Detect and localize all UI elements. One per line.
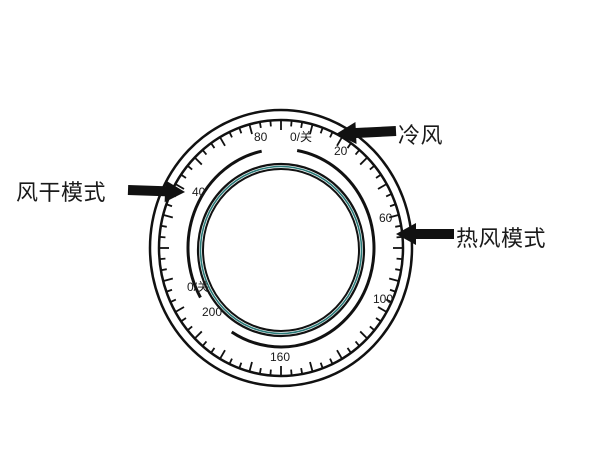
scale-labels: 80 0/关 20 40 60 0/关 100 200 160 <box>187 130 393 364</box>
scale-label: 100 <box>373 292 393 306</box>
tick-mark <box>201 340 208 347</box>
tick-mark <box>228 131 233 138</box>
tick-mark <box>238 127 243 134</box>
tick-mark <box>300 367 304 375</box>
tick-mark <box>166 288 173 293</box>
scale-label: 0/关 <box>290 130 312 144</box>
tick-mark <box>309 361 314 372</box>
tick-mark <box>290 120 293 127</box>
tick-mark <box>375 173 382 179</box>
tick-mark <box>388 277 400 282</box>
tick-mark <box>219 136 226 147</box>
tick-mark <box>369 165 376 171</box>
tick-mark <box>385 298 392 303</box>
tick-mark <box>329 131 334 138</box>
tick-mark <box>329 358 334 365</box>
tick-mark <box>201 149 208 156</box>
tick-mark <box>258 121 262 129</box>
scale-label: 20 <box>334 144 348 158</box>
outer-ring <box>148 108 414 388</box>
tick-mark <box>359 330 368 340</box>
tick-mark <box>336 349 343 360</box>
tick-mark <box>258 367 262 375</box>
tick-mark <box>210 347 216 354</box>
tick-mark <box>159 235 166 239</box>
air-dry-mode-arrow-icon <box>127 180 185 203</box>
tick-mark <box>228 358 233 365</box>
callout-arrows <box>127 122 454 245</box>
tick-mark <box>354 149 361 156</box>
tick-mark <box>395 224 402 228</box>
tick-mark <box>210 142 216 149</box>
tick-mark <box>166 203 173 208</box>
tick-mark <box>180 173 187 179</box>
knob-ring-accent <box>199 165 363 335</box>
tick-mark <box>174 306 185 313</box>
tick-mark <box>194 156 203 166</box>
tick-mark <box>162 277 174 282</box>
tick-mark <box>300 121 304 129</box>
tick-mark <box>319 127 324 134</box>
tick-mark <box>219 349 226 360</box>
hot-air-mode-arrow-icon <box>396 223 454 245</box>
scale-label: 0/关 <box>187 280 209 294</box>
scale-label: 40 <box>192 185 206 199</box>
tick-mark <box>159 257 166 261</box>
scale-ticks <box>159 120 403 376</box>
tick-mark <box>238 362 243 369</box>
tick-mark <box>375 317 382 323</box>
tick-mark <box>269 369 272 376</box>
tick-mark <box>369 325 376 331</box>
tick-mark <box>194 330 203 340</box>
tick-mark <box>389 288 396 293</box>
range-arc-right <box>230 149 376 349</box>
tick-mark <box>160 268 167 272</box>
scale-label: 200 <box>202 305 222 319</box>
tick-mark <box>346 142 352 149</box>
scale-label: 160 <box>270 350 290 364</box>
tick-mark <box>180 317 187 323</box>
tick-mark <box>354 340 361 347</box>
tick-mark <box>309 124 314 135</box>
tick-mark <box>160 224 167 228</box>
range-arc-left <box>186 149 262 299</box>
tick-mark <box>336 136 343 147</box>
tick-mark <box>290 369 293 376</box>
knob-ring-inner <box>202 168 360 332</box>
scale-label: 80 <box>254 130 268 144</box>
tick-mark <box>388 214 400 219</box>
tick-mark <box>389 203 396 208</box>
tick-mark <box>269 120 272 127</box>
tick-mark <box>395 268 402 272</box>
cold-air-arrow-icon <box>336 122 397 144</box>
tick-mark <box>396 257 403 261</box>
tick-mark <box>385 193 392 198</box>
cold-air-label: 冷风 <box>398 124 444 149</box>
tick-mark <box>174 183 185 190</box>
tick-mark <box>377 306 388 313</box>
tick-mark <box>170 298 177 303</box>
tick-mark <box>377 183 388 190</box>
tick-mark <box>248 361 253 372</box>
air-dry-mode-label: 风干模式 <box>16 181 107 206</box>
tick-mark <box>248 124 253 135</box>
tick-mark <box>162 214 174 219</box>
tick-mark <box>186 165 193 171</box>
tick-mark <box>319 362 324 369</box>
scale-label: 60 <box>379 211 393 225</box>
tick-mark <box>359 156 368 166</box>
hot-air-mode-label: 热风模式 <box>456 227 547 252</box>
tick-mark <box>186 325 193 331</box>
knob-ring-outer <box>196 162 366 338</box>
tick-mark <box>346 347 352 354</box>
